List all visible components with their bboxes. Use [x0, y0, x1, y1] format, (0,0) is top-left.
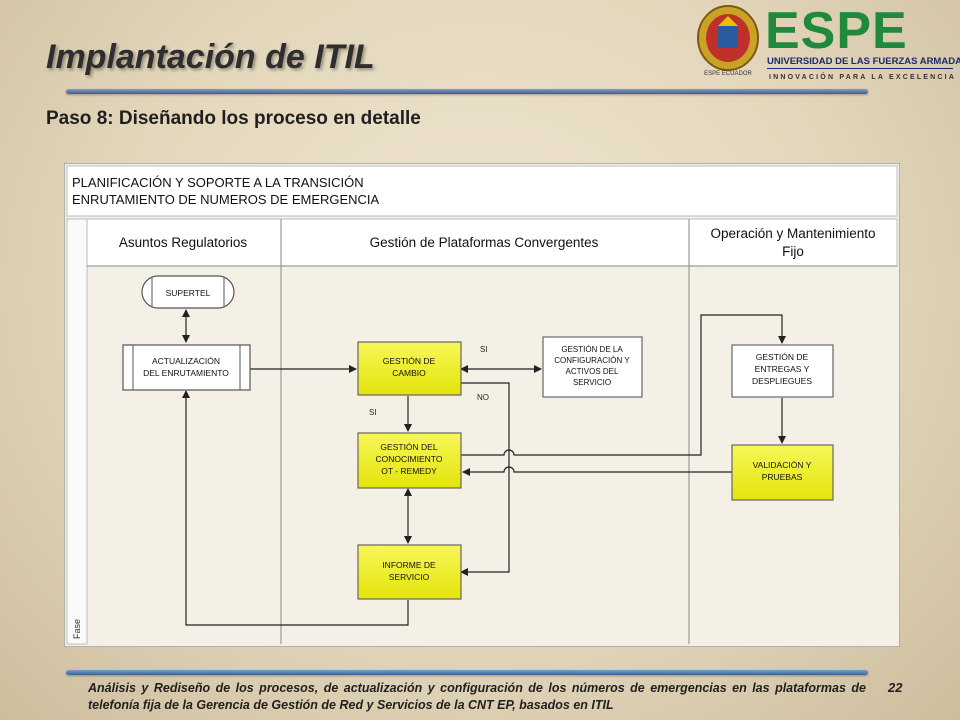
svg-text:GESTIÓN DEL: GESTIÓN DEL [380, 442, 437, 452]
node-gestion-entregas: GESTIÓN DE ENTREGAS Y DESPLIEGUES [731, 344, 834, 398]
seal-text: ESPE ECUADOR [704, 71, 752, 77]
connector [462, 466, 732, 476]
node-supertel: SUPERTEL [141, 275, 235, 309]
diagram-header [66, 165, 898, 217]
logo-name: ESPE [765, 2, 908, 60]
lane-label-regulatorios: Asuntos Regulatorios [119, 235, 248, 250]
lane-label-operacion-1: Operación y Mantenimiento [710, 226, 875, 241]
slide-title: Implantación de ITIL [46, 38, 375, 76]
svg-text:DEL ENRUTAMIENTO: DEL ENRUTAMIENTO [143, 368, 229, 378]
svg-text:ENTREGAS Y: ENTREGAS Y [755, 364, 810, 374]
node-actualizacion: ACTUALIZACIÓN DEL ENRUTAMIENTO [122, 344, 251, 391]
phase-column [66, 218, 88, 645]
espe-logo: ESPE ECUADOR ESPE UNIVERSIDAD DE LAS FUE… [697, 2, 960, 81]
svg-text:ACTUALIZACIÓN: ACTUALIZACIÓN [152, 356, 220, 366]
svg-text:GESTIÓN DE: GESTIÓN DE [756, 352, 809, 362]
node-gestion-configuracion: GESTIÓN DE LA CONFIGURACIÓN Y ACTIVOS DE… [542, 336, 643, 398]
connector [182, 390, 409, 626]
svg-text:DESPLIEGUES: DESPLIEGUES [752, 376, 812, 386]
node-gestion-conocimiento: GESTIÓN DEL CONOCIMIENTO OT - REMEDY [357, 432, 462, 489]
svg-text:GESTIÓN DE LA: GESTIÓN DE LA [561, 345, 623, 354]
svg-text:CONOCIMIENTO: CONOCIMIENTO [376, 454, 443, 464]
slide-subtitle: Paso 8: Diseñando los proceso en detalle [46, 108, 421, 129]
svg-text:PRUEBAS: PRUEBAS [762, 472, 803, 482]
edge-label-si: SI [480, 345, 488, 354]
node-informe-servicio: INFORME DE SERVICIO [357, 544, 462, 600]
svg-text:ACTIVOS DEL: ACTIVOS DEL [566, 367, 619, 376]
slide-footer: Análisis y Rediseño de los procesos, de … [88, 681, 866, 712]
edge-label-si: SI [369, 408, 377, 417]
svg-text:INFORME DE: INFORME DE [382, 560, 436, 570]
svg-text:SERVICIO: SERVICIO [389, 572, 430, 582]
edge-label-no: NO [477, 393, 489, 402]
connector [461, 314, 786, 456]
svg-text:CAMBIO: CAMBIO [392, 368, 426, 378]
logo-tagline: INNOVACIÓN PARA LA EXCELENCIA [769, 72, 956, 81]
lane-label-operacion-2: Fijo [782, 244, 804, 259]
connector [460, 382, 510, 576]
diagram-header-line2: ENRUTAMIENTO DE NUMEROS DE EMERGENCIA [72, 192, 380, 207]
university-seal-icon: ESPE ECUADOR [697, 5, 759, 77]
svg-text:CONFIGURACIÓN Y: CONFIGURACIÓN Y [554, 356, 630, 365]
svg-text:VALIDACIÓN Y: VALIDACIÓN Y [753, 460, 812, 470]
footer-rule [66, 670, 868, 675]
node-validacion-pruebas: VALIDACIÓN Y PRUEBAS [731, 444, 834, 501]
logo-university-name: UNIVERSIDAD DE LAS FUERZAS ARMADAS [767, 56, 960, 67]
svg-text:OT - REMEDY: OT - REMEDY [381, 466, 437, 476]
lane-label-plataformas: Gestión de Plataformas Convergentes [370, 235, 599, 250]
page-number: 22 [888, 680, 903, 695]
phase-label: Fase [72, 619, 82, 639]
title-rule [66, 89, 868, 94]
svg-text:SERVICIO: SERVICIO [573, 378, 611, 387]
process-diagram: PLANIFICACIÓN Y SOPORTE A LA TRANSICIÓN … [64, 163, 900, 647]
node-supertel-label: SUPERTEL [166, 288, 211, 298]
diagram-header-line1: PLANIFICACIÓN Y SOPORTE A LA TRANSICIÓN [72, 175, 364, 190]
lane-header-row [86, 218, 898, 267]
svg-text:GESTIÓN DE: GESTIÓN DE [383, 356, 436, 366]
node-gestion-cambio: GESTIÓN DE CAMBIO [357, 341, 462, 396]
